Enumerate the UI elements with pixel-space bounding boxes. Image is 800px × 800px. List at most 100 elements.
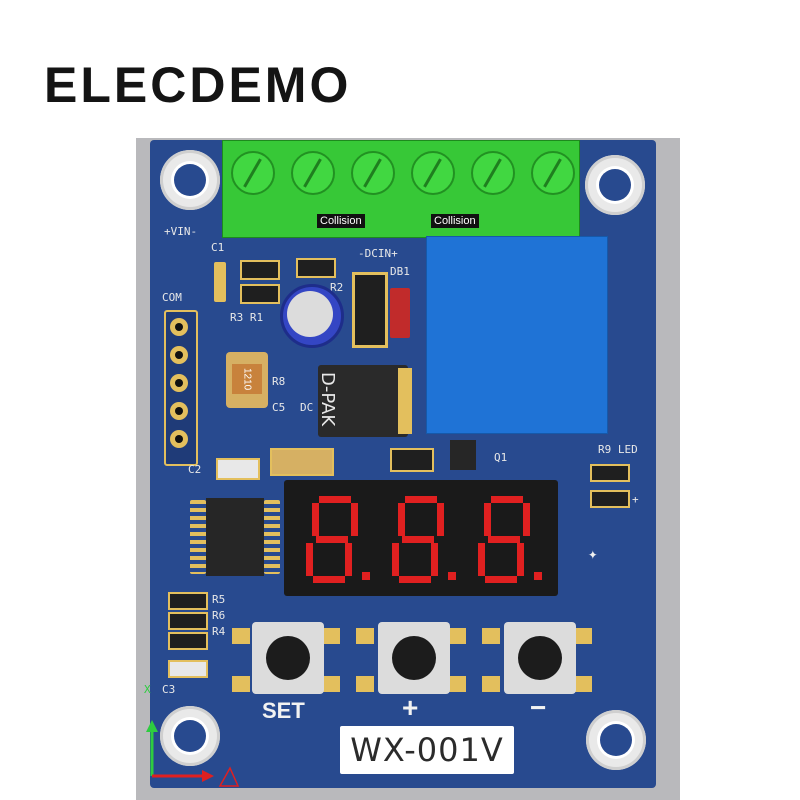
plus-button[interactable]: [378, 622, 450, 694]
minus-button-label: −: [530, 692, 547, 723]
display-segment: [312, 503, 319, 536]
smd-capacitor: [216, 458, 260, 480]
display-segment: [392, 543, 399, 576]
dc-label: DC: [300, 401, 314, 414]
display-segment: [399, 576, 431, 583]
microcontroller-ic: [206, 498, 264, 576]
display-segment: [478, 543, 485, 576]
fuse-1210-label: 1210: [232, 364, 262, 394]
smd-resistor: [240, 260, 280, 280]
c1-pad: [214, 262, 226, 302]
decimal-point: [362, 572, 370, 580]
c5-label: C5: [272, 401, 286, 414]
terminal-screw: [291, 151, 335, 195]
dcin-label: -DCIN+: [358, 247, 398, 260]
display-segment: [523, 503, 530, 536]
display-segment: [431, 543, 438, 576]
display-segment: [313, 576, 345, 583]
mounting-hole-top-left: [160, 150, 220, 210]
c1-label: C1: [211, 241, 225, 254]
display-segment: [345, 543, 352, 576]
rectifier-bridge: [352, 272, 388, 348]
dpak-regulator: [318, 365, 408, 437]
brand-logo-text: ELECDEMO: [44, 57, 352, 113]
c2-label: C2: [188, 463, 202, 476]
plus-button-label: +: [402, 692, 419, 723]
smd-resistor: [168, 592, 208, 610]
button-pad: [482, 676, 500, 692]
transistor-q1: [450, 440, 476, 470]
dpak-label: D-PAK: [317, 372, 338, 427]
plus-small-label: +: [632, 493, 639, 506]
display-digits: [306, 496, 542, 583]
display-segment: [351, 503, 358, 536]
button-pad: [322, 628, 340, 644]
terminal-screw: [351, 151, 395, 195]
mounting-hole-bottom-left: [160, 706, 220, 766]
display-segment: [484, 503, 491, 536]
ic-pins-left: [190, 500, 206, 574]
model-label: WX-001V: [350, 731, 504, 769]
button-pad: [448, 676, 466, 692]
display-segment: [488, 536, 520, 543]
dpak-tab: [398, 368, 412, 434]
relay: [426, 236, 608, 434]
button-pad: [356, 628, 374, 644]
header-pin: [170, 430, 188, 448]
button-pad: [322, 676, 340, 692]
collision-label: Collision: [317, 214, 365, 228]
button-pad: [574, 676, 592, 692]
smd-led: [590, 490, 630, 508]
display-segment: [319, 496, 351, 503]
smd-resistor: [390, 448, 434, 472]
display-segment: [402, 536, 434, 543]
header-pin: [170, 346, 188, 364]
display-segment: [437, 503, 444, 536]
r4-label: R4: [212, 625, 226, 638]
button-pad: [574, 628, 592, 644]
header-pin: [170, 402, 188, 420]
smd-capacitor: [270, 448, 334, 476]
set-button[interactable]: [252, 622, 324, 694]
smd-capacitor: [168, 660, 208, 678]
r2-label: R2: [330, 281, 344, 294]
button-pad: [356, 676, 374, 692]
decimal-point: [448, 572, 456, 580]
ic-pins-right: [264, 500, 280, 574]
smd-resistor: [590, 464, 630, 482]
display-segment: [398, 503, 405, 536]
manufacturer-logo-icon: ✦: [588, 544, 598, 563]
q1-label: Q1: [494, 451, 508, 464]
button-pad: [232, 676, 250, 692]
display-segment: [316, 536, 348, 543]
collision-label: Collision: [431, 214, 479, 228]
display-segment: [485, 576, 517, 583]
r6-label: R6: [212, 609, 226, 622]
x-axis-label: X: [144, 683, 151, 696]
c3-label: C3: [162, 683, 176, 696]
display-segment: [306, 543, 313, 576]
display-segment: [405, 496, 437, 503]
button-pad: [482, 628, 500, 644]
terminal-screw: [231, 151, 275, 195]
smd-resistor: [168, 632, 208, 650]
terminal-screw: [411, 151, 455, 195]
button-pad: [232, 628, 250, 644]
electrolytic-capacitor: [280, 284, 344, 348]
axis-indicator-icon: [146, 720, 240, 787]
model-label-box: [340, 726, 514, 774]
minus-button[interactable]: [504, 622, 576, 694]
seven-segment-display: [284, 480, 558, 596]
decimal-point: [534, 572, 542, 580]
set-button-label: SET: [262, 698, 305, 723]
display-segment: [491, 496, 523, 503]
header-pin: [170, 318, 188, 336]
mounting-hole-bottom-right: [586, 710, 646, 770]
terminal-screw: [471, 151, 515, 195]
r9-led-label: R9 LED: [598, 443, 638, 456]
diode: [390, 288, 410, 338]
r8-label: R8: [272, 375, 286, 388]
screw-terminal-block: Collision Collision: [222, 140, 580, 238]
display-segment: [517, 543, 524, 576]
terminal-screw: [531, 151, 575, 195]
